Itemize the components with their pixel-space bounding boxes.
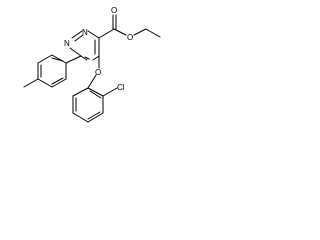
bond-ring-meta-bottom-ortho-bottom <box>51 78 67 88</box>
bond-oester-ch2 <box>133 28 147 36</box>
chlorophenoxy-group <box>72 55 118 123</box>
bond-methyl <box>23 78 39 88</box>
triazine-ring <box>69 30 100 61</box>
molecule-diagram: N N O O O Cl <box>0 0 173 128</box>
bond-ch2-ch3 <box>145 28 161 38</box>
bond-ph-ipso-ortho-cl <box>87 87 104 97</box>
bond-ph-meta-para <box>87 112 104 123</box>
atom-label-o-carbonyl: O <box>111 6 117 15</box>
bond-ph-para-meta2 <box>72 112 89 123</box>
bond-ccarbonyl-oester <box>113 28 127 36</box>
tolyl-group <box>23 54 82 88</box>
structure-drawing: N N O O O Cl <box>23 6 161 123</box>
atom-label-n-upper: N <box>82 28 88 37</box>
bond-c-cl <box>102 87 118 97</box>
bond-oether-ipso <box>87 74 97 89</box>
bond-n4-c3 <box>80 55 88 61</box>
bond-ring-ortho-top-meta-top <box>37 54 53 64</box>
atom-label-o-ester: O <box>127 33 133 42</box>
atom-label-o-ether: O <box>95 68 101 77</box>
bond-ph-ortho2-ipso <box>72 87 89 97</box>
bond-n4-c3-double <box>84 56 90 60</box>
bond-n2-n1-double <box>74 34 84 42</box>
bond-ring-ortho-top-double <box>51 57 64 62</box>
atom-label-cl: Cl <box>117 83 125 92</box>
bond-n1-c6 <box>87 30 100 39</box>
bond-c6-ccarbonyl <box>98 28 115 39</box>
bond-ring-meta-bottom-ortho-bottom-double <box>51 77 64 85</box>
atom-label-n-lower: N <box>64 39 70 48</box>
bond-n2-n1 <box>71 30 83 39</box>
bond-c3-n2 <box>69 47 82 57</box>
bond-c5-n4 <box>92 55 100 61</box>
bond-ph-ipso-ortho-cl-double <box>89 90 102 99</box>
bond-ph-meta-para-double <box>87 111 101 120</box>
bond-ring-para-meta-bottom <box>37 78 53 88</box>
ethyl-ester <box>98 14 161 39</box>
bond-ring-ipso-ortho-top <box>51 54 67 64</box>
bond-c3-ring-ipso <box>65 55 82 64</box>
